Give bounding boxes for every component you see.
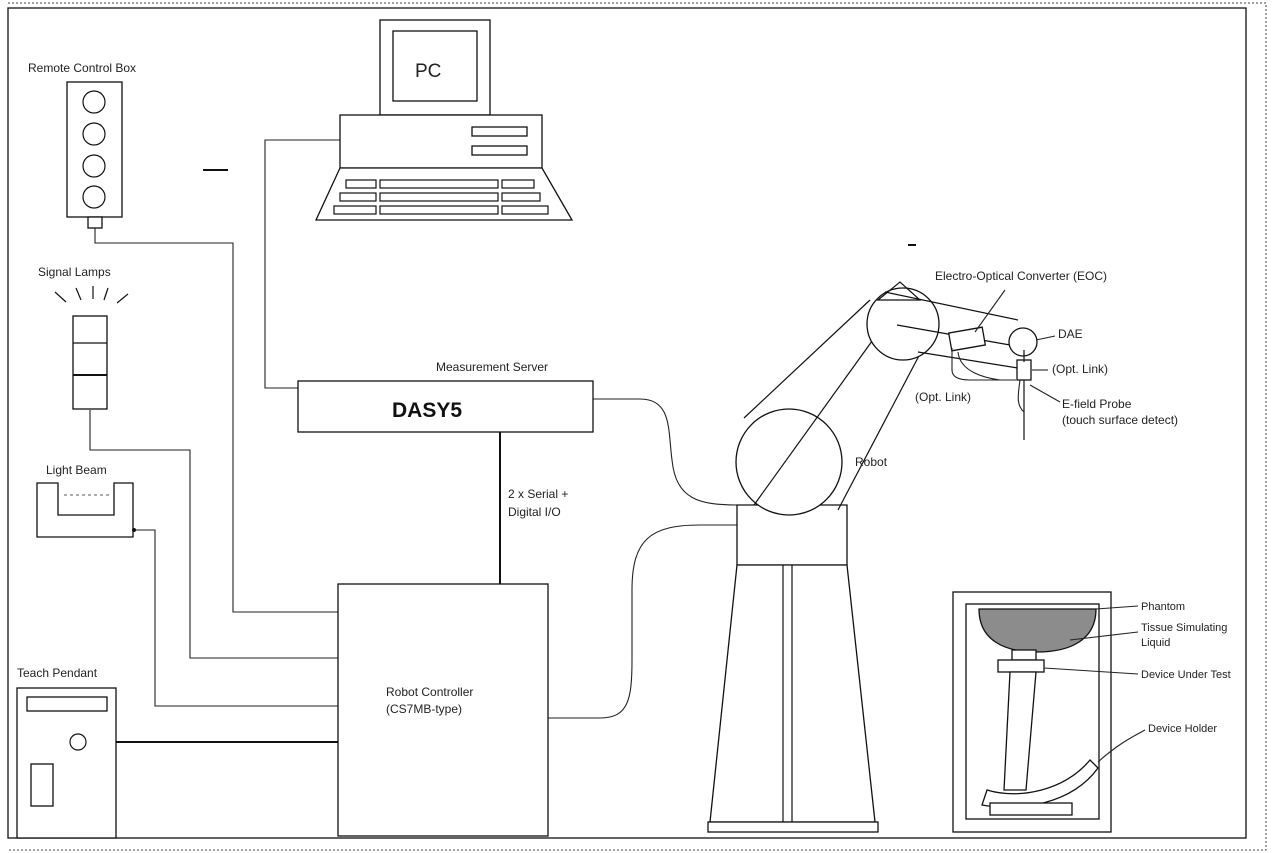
tissue-label-line2: Liquid [1141, 637, 1170, 649]
button-icon [69, 733, 87, 751]
knob-icon [82, 122, 106, 146]
robot-controller-label-line1: Robot Controller [386, 685, 473, 699]
phantom-cabinet [952, 591, 1112, 833]
signal-lamps-label: Signal Lamps [38, 265, 111, 279]
connection-wires [89, 139, 916, 743]
light-beam: Light Beam [36, 463, 136, 538]
robot-label: Robot [855, 455, 888, 469]
phantom-bowl [978, 608, 1097, 653]
eoc-label: Electro-Optical Converter (EOC) [935, 269, 1107, 283]
opt-link-left-label: (Opt. Link) [915, 390, 971, 404]
device-under-test-label: Device Under Test [1141, 669, 1231, 681]
robot [707, 281, 1061, 833]
remote-control-box-label: Remote Control Box [28, 61, 136, 75]
dasy5-label: DASY5 [392, 399, 462, 422]
teach-pendant: Teach Pendant [16, 666, 117, 839]
serial-label-line1: 2 x Serial + [508, 487, 568, 501]
efield-probe-label-line2: (touch surface detect) [1062, 413, 1178, 427]
measurement-server-label: Measurement Server [436, 360, 548, 374]
measurement-server: Measurement Server DASY5 [297, 360, 594, 433]
phantom-label: Phantom [1141, 601, 1185, 613]
phantom-annotations: Phantom Tissue Simulating Liquid Device … [1043, 601, 1231, 763]
remote-control-box: Remote Control Box [28, 61, 136, 229]
teach-pendant-label: Teach Pendant [17, 666, 98, 680]
pc-computer: PC [314, 19, 574, 221]
opt-link-right-label: (Opt. Link) [1052, 362, 1108, 376]
device-holder-label: Device Holder [1148, 723, 1217, 735]
knob-icon [82, 185, 106, 209]
pc-label: PC [415, 61, 441, 82]
tissue-label-line1: Tissue Simulating [1141, 622, 1227, 634]
serial-label-line2: Digital I/O [508, 505, 561, 519]
knob-icon [82, 154, 106, 178]
robot-controller-label-line2: (CS7MB-type) [386, 702, 462, 716]
robot-controller: Robot Controller (CS7MB-type) [337, 583, 549, 837]
keyboard-keys [333, 179, 549, 215]
dae-label: DAE [1058, 327, 1083, 341]
light-beam-label: Light Beam [46, 463, 107, 477]
outer-frame [7, 2, 1267, 851]
efield-probe-label-line1: E-field Probe [1062, 397, 1132, 411]
knob-icon [82, 90, 106, 114]
signal-lamps: Signal Lamps [38, 265, 129, 410]
